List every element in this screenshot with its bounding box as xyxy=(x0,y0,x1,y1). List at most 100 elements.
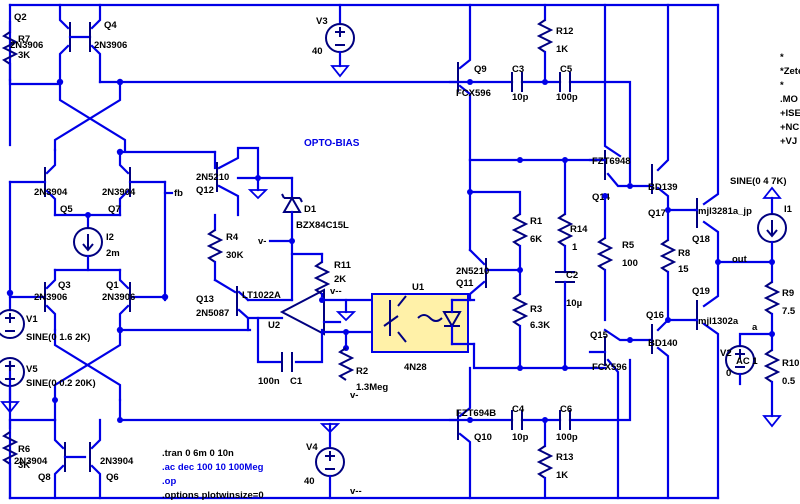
q18-ref: Q18 xyxy=(692,234,710,245)
r14-resistor: R14 1 xyxy=(556,158,588,274)
r13-resistor: R13 1K xyxy=(536,417,573,500)
q16-transistor: Q16 BD140 xyxy=(646,310,678,500)
q1-ref: Q1 xyxy=(106,280,119,291)
q15-transistor: Q15 FCX596 xyxy=(588,328,652,500)
v3-ref: V3 xyxy=(316,16,328,27)
q9-ref: Q9 xyxy=(474,64,487,75)
r2-value: 1.3Meg xyxy=(356,382,388,393)
v1-value: SINE(0 1.6 2K) xyxy=(26,332,90,343)
c5-capacitor: C5 100p xyxy=(556,64,578,103)
r12-resistor: R12 1K xyxy=(536,3,573,85)
r5-value: 100 xyxy=(622,258,638,269)
r14-ref: R14 xyxy=(570,224,588,235)
r14-value: 1 xyxy=(572,242,578,253)
model-text-line-2: *Zete xyxy=(780,66,800,77)
net-fb: fb xyxy=(174,188,183,199)
q6-transistor: 2N3904 Q6 xyxy=(89,418,134,500)
r3-ref: R3 xyxy=(530,304,542,315)
r6-resistor: R6 3K xyxy=(1,431,30,500)
r9-resistor: R9 7.5 xyxy=(738,260,796,348)
q9-part: FCX596 xyxy=(456,88,491,99)
c4-value: 10p xyxy=(512,432,529,443)
q12-ref: Q12 xyxy=(196,185,214,196)
q7-ref: Q7 xyxy=(108,204,121,215)
model-text-line-3: * xyxy=(780,80,784,91)
q8-ref: Q8 xyxy=(38,472,51,483)
c6-value: 100p xyxy=(556,432,578,443)
r2-ref: R2 xyxy=(356,366,368,377)
d1-part: BZX84C15L xyxy=(296,220,349,231)
q11-transistor: 2N5210 Q11 xyxy=(456,248,522,302)
c5-ref: C5 xyxy=(560,64,573,75)
c2-value: 10µ xyxy=(566,298,582,309)
model-text-line-4: .MO xyxy=(780,94,798,105)
q1-transistor: Q1 2N3906 xyxy=(102,268,167,332)
q17-ref: Q17 xyxy=(648,208,666,219)
r6-ref: R6 xyxy=(18,444,30,455)
q19-ref: Q19 xyxy=(692,286,710,297)
q14-ref: Q14 xyxy=(592,192,611,203)
i2-value: 2m xyxy=(106,248,120,259)
q3-transistor: Q3 2N3906 xyxy=(8,268,71,332)
q13-part: 2N5087 xyxy=(196,308,229,319)
v3-value: 40 xyxy=(312,46,323,57)
directive-options: .options plotwinsize=0 xyxy=(162,490,264,501)
model-text-line-6: +NC xyxy=(780,122,799,133)
c1-ref: C1 xyxy=(290,376,303,387)
c3-capacitor: C3 10p xyxy=(511,64,529,103)
q4-part: 2N3906 xyxy=(94,40,127,51)
q8-part: 2N3904 xyxy=(14,456,48,467)
schematic-title: OPTO-BIAS xyxy=(304,138,360,149)
q15-part: FCX596 xyxy=(592,362,627,373)
net-a: a xyxy=(752,322,758,333)
r10-resistor: R10 0.5 xyxy=(762,332,799,428)
model-text-line-5: +ISE xyxy=(780,108,800,119)
v1-ref: V1 xyxy=(26,314,38,325)
net-vminus2-bottom: v-- xyxy=(350,486,362,497)
q6-part: 2N3904 xyxy=(100,456,134,467)
c3-ref: C3 xyxy=(512,64,524,75)
q10-part: FZT694B xyxy=(456,408,496,419)
v4-ref: V4 xyxy=(306,442,318,453)
q17-part: BD139 xyxy=(648,182,678,193)
q3-part: 2N3906 xyxy=(34,292,67,303)
c6-capacitor: C6 100p xyxy=(556,404,578,443)
d1-ref: D1 xyxy=(304,204,317,215)
r13-value: 1K xyxy=(556,470,568,481)
q13-transistor: Q13 2N5087 xyxy=(196,278,250,332)
net-vminus-r2: v- xyxy=(350,390,358,401)
v2-ref: V2 xyxy=(720,348,732,359)
r9-ref: R9 xyxy=(782,288,794,299)
r11-resistor: R11 2K v-- xyxy=(313,252,352,298)
v4-source: V4 40 v-- xyxy=(304,422,362,500)
directive-ac: .ac dec 100 10 100Meg xyxy=(162,462,264,473)
q3-ref: Q3 xyxy=(58,280,71,291)
r1-ref: R1 xyxy=(530,216,543,227)
c1-value: 100n xyxy=(258,376,280,387)
q19-part: mjl1302a xyxy=(698,316,739,327)
c6-ref: C6 xyxy=(560,404,572,415)
u1-part: 4N28 xyxy=(404,362,427,373)
u2-ref: U2 xyxy=(268,320,280,331)
q14-transistor: FZT6948 Q14 xyxy=(588,3,652,203)
r4-ref: R4 xyxy=(226,232,239,243)
i1-ref: I1 xyxy=(784,204,793,215)
q5-part: 2N3904 xyxy=(34,187,68,198)
q5-transistor: 2N3904 Q5 xyxy=(8,148,73,217)
r10-ref: R10 xyxy=(782,358,799,369)
r8-ref: R8 xyxy=(678,248,690,259)
r11-value: 2K xyxy=(334,274,346,285)
c3-value: 10p xyxy=(512,92,529,103)
r4-value: 30K xyxy=(226,250,244,261)
r5-ref: R5 xyxy=(622,240,635,251)
q18-transistor: mjl3281a_jp Q18 xyxy=(692,3,752,264)
q16-part: BD140 xyxy=(648,338,678,349)
c5-value: 100p xyxy=(556,92,578,103)
q12-transistor: 2N5210 Q12 xyxy=(196,146,294,217)
q1-part: 2N3906 xyxy=(102,292,135,303)
q11-part: 2N5210 xyxy=(456,266,489,277)
directive-tran: .tran 0 6m 0 10n xyxy=(162,448,234,459)
q7-transistor: 2N3904 Q7 xyxy=(102,150,167,217)
v2-value2: 0 xyxy=(726,368,731,379)
